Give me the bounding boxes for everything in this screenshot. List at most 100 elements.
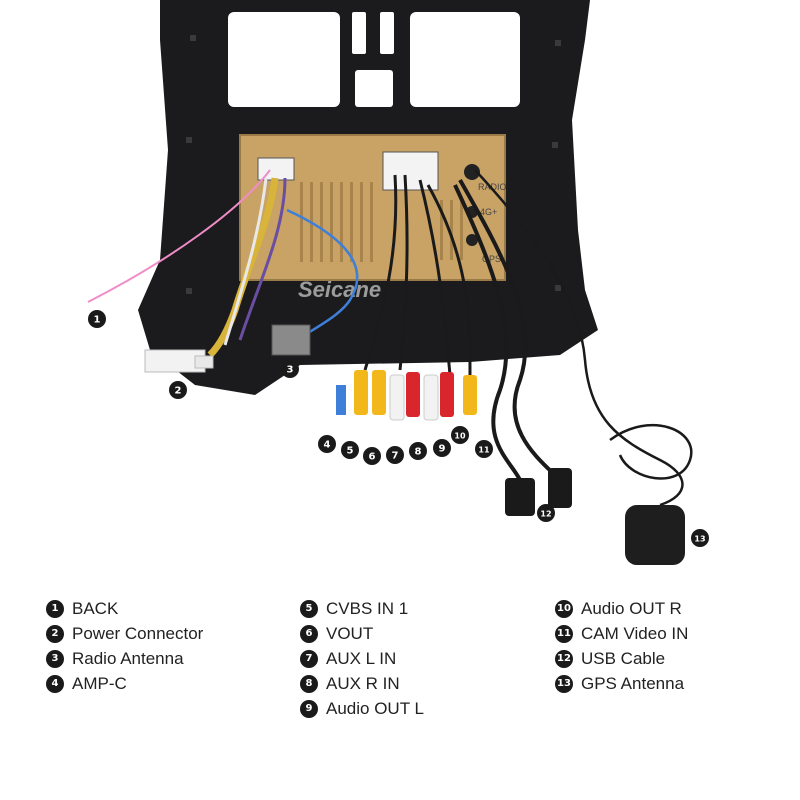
legend-label: Power Connector: [72, 623, 204, 643]
power-connector-tab: [194, 355, 214, 369]
legend-item: 2 Power Connector: [46, 621, 203, 646]
callout-badge-6: 6: [363, 447, 381, 465]
brand-watermark: Seicane: [298, 277, 381, 302]
harness-bundle-3: [223, 177, 268, 346]
callout-badge-13: 13: [691, 529, 709, 547]
legend-number-badge: 13: [555, 674, 573, 693]
callout-badge-number: 6: [369, 452, 376, 463]
legend-number-badge: 4: [46, 674, 64, 693]
callout-badge-number: 1: [94, 315, 101, 326]
legend-label: AMP-C: [72, 673, 127, 693]
callout-badge-10: 10: [451, 426, 469, 444]
legend-number-badge: 7: [300, 649, 318, 668]
legend-label: VOUT: [326, 623, 374, 643]
black-cable-4: [426, 184, 472, 376]
frame-cutout-slot-1: [352, 12, 366, 54]
legend-label: AUX R IN: [326, 673, 400, 693]
callout-badge-number: 12: [540, 510, 551, 519]
legend-label: Audio OUT R: [581, 598, 682, 618]
callout-badge-circle: [318, 435, 336, 453]
callout-badge-circle: [691, 529, 709, 547]
black-cable-2: [398, 174, 409, 371]
radio-socket: [464, 164, 480, 180]
legend-label: Radio Antenna: [72, 648, 184, 668]
usb-cable: [458, 179, 562, 482]
frame-cutout-left: [228, 12, 340, 107]
legend-label: BACK: [72, 598, 119, 618]
black-cable-3: [418, 179, 452, 376]
radio-antenna-connector: [271, 324, 311, 356]
callout-badge-circle: [451, 426, 469, 444]
callout-badge-number: 11: [478, 446, 490, 455]
legend-item: 13 GPS Antenna: [555, 671, 688, 696]
gps-antenna-puck: [625, 505, 685, 565]
fourg-port-label: 4G+: [480, 207, 497, 217]
callout-badge-number: 8: [415, 447, 422, 458]
frame-cutout-right: [410, 12, 520, 107]
callout-badge-number: 4: [324, 440, 331, 451]
usb-plug-1: [505, 478, 535, 516]
callout-badge-8: 8: [409, 442, 427, 460]
legend-number-badge: 11: [555, 624, 573, 643]
callout-badge-1: 1: [88, 310, 106, 328]
usb-cable-2: [453, 184, 522, 481]
callout-badge-2: 2: [169, 381, 187, 399]
callout-badge-circle: [88, 310, 106, 328]
radio-port-label: RADIO: [478, 182, 507, 192]
callout-badge-5: 5: [341, 441, 359, 459]
legend-item: 1 BACK: [46, 596, 203, 621]
rca-plugs: [354, 370, 477, 421]
callout-badge-circle: [433, 439, 451, 457]
black-cable-1: [363, 174, 398, 371]
frame-cutout-slot-2: [380, 12, 394, 54]
gps-coil: [609, 423, 693, 480]
legend-number-badge: 1: [46, 599, 64, 618]
legend-number-badge: 6: [300, 624, 318, 643]
legend-label: CAM Video IN: [581, 623, 689, 643]
callout-badge-circle: [409, 442, 427, 460]
legend-label: Audio OUT L: [326, 698, 424, 718]
legend-item: 11 CAM Video IN: [555, 621, 688, 646]
legend-item: 8 AUX R IN: [300, 671, 424, 696]
callout-badge-11: 11: [475, 440, 493, 458]
legend-item: 9 Audio OUT L: [300, 696, 424, 721]
pink-back-wire: [87, 169, 271, 303]
legend-number-badge: 9: [300, 699, 318, 718]
frame-screw-holes: [186, 35, 561, 294]
usb-plug-2: [548, 468, 572, 508]
legend-number-badge: 8: [300, 674, 318, 693]
harness-bundle-2: [238, 177, 287, 341]
callout-badge-number: 13: [694, 535, 705, 544]
callout-badge-7: 7: [386, 446, 404, 464]
gps-socket: [466, 234, 478, 246]
callout-badge-circle: [386, 446, 404, 464]
callout-badge-circle: [537, 504, 555, 522]
legend-number-badge: 2: [46, 624, 64, 643]
blue-antenna-wire: [286, 208, 359, 337]
gps-port-label: GPS: [482, 254, 501, 264]
callout-badge-9: 9: [433, 439, 451, 457]
callout-badge-number: 9: [439, 444, 446, 455]
gps-cable: [474, 169, 684, 507]
legend-label: GPS Antenna: [581, 673, 685, 693]
callout-badge-circle: [363, 447, 381, 465]
frame-cutout-center: [355, 70, 393, 107]
callout-badge-number: 2: [175, 386, 182, 397]
callout-badge-circle: [475, 440, 493, 458]
legend-number-badge: 12: [555, 649, 573, 668]
callout-badge-3: 3: [281, 360, 299, 378]
legend-label: CVBS IN 1: [326, 598, 409, 618]
callout-badge-12: 12: [537, 504, 555, 522]
callout-badge-circle: [341, 441, 359, 459]
legend-item: 4 AMP-C: [46, 671, 203, 696]
callout-badge-number: 3: [287, 365, 294, 376]
callout-badge-number: 5: [347, 446, 354, 457]
